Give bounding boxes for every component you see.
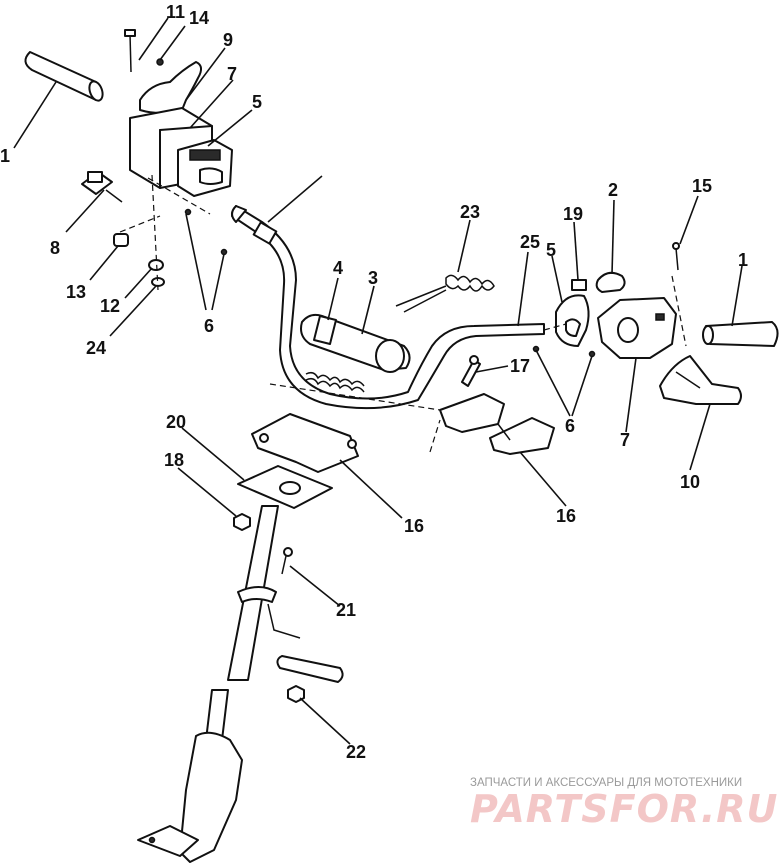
clamp-4 bbox=[313, 315, 337, 345]
pins-6-right bbox=[532, 345, 596, 358]
sleeve-pin bbox=[276, 655, 344, 683]
callout-5-left: 5 bbox=[252, 92, 262, 112]
watermark-brand: PARTSFOR.RU bbox=[470, 787, 778, 831]
leader-lines bbox=[13, 17, 743, 745]
callout-7-left: 7 bbox=[227, 64, 237, 84]
bolt-21 bbox=[281, 547, 293, 575]
callout-9: 9 bbox=[223, 30, 233, 50]
kill-switch-8 bbox=[81, 171, 123, 203]
callout-1-right: 1 bbox=[738, 250, 748, 270]
steering-post bbox=[227, 505, 301, 681]
nut-13 bbox=[113, 233, 129, 247]
callout-21: 21 bbox=[336, 600, 356, 620]
callout-20: 20 bbox=[166, 412, 186, 432]
bolt-11 bbox=[124, 29, 136, 73]
lever-bracket-10 bbox=[659, 355, 742, 405]
callout-18: 18 bbox=[164, 450, 184, 470]
coiled-cable-23 bbox=[395, 274, 495, 313]
throttle-lever-5-right bbox=[555, 294, 590, 347]
callout-4: 4 bbox=[333, 258, 343, 278]
callout-2: 2 bbox=[608, 180, 618, 200]
callout-3: 3 bbox=[368, 268, 378, 288]
callout-14: 14 bbox=[189, 8, 209, 28]
callout-16-right: 16 bbox=[556, 506, 576, 526]
lower-clamp-16-left bbox=[251, 413, 359, 473]
crossbar-springs bbox=[305, 371, 365, 393]
callout-5-right: 5 bbox=[546, 240, 556, 260]
callout-23: 23 bbox=[460, 202, 480, 222]
pins-6-left bbox=[184, 208, 228, 256]
callout-13: 13 bbox=[66, 282, 86, 302]
right-switch-housing-7 bbox=[597, 297, 677, 359]
watermark: ЗАПЧАСТИ И АКСЕССУАРЫ ДЛЯ МОТОТЕХНИКИ PA… bbox=[470, 777, 778, 831]
callout-12: 12 bbox=[100, 296, 120, 316]
left-grip bbox=[24, 51, 104, 102]
nut-18 bbox=[233, 513, 251, 531]
cap-2 bbox=[595, 271, 626, 293]
bolt-17 bbox=[461, 355, 481, 387]
callout-22: 22 bbox=[346, 742, 366, 762]
callout-17: 17 bbox=[510, 356, 530, 376]
callout-7-right: 7 bbox=[620, 430, 630, 450]
lower-post bbox=[137, 689, 243, 863]
callout-16-left: 16 bbox=[404, 516, 424, 536]
callout-8: 8 bbox=[50, 238, 60, 258]
steering-plate-20 bbox=[237, 465, 333, 509]
callout-labels: 1 11 14 9 7 5 8 13 12 24 6 4 3 23 19 2 1… bbox=[0, 2, 748, 762]
upper-clamp-16-right bbox=[439, 393, 555, 455]
callout-19: 19 bbox=[563, 204, 583, 224]
callout-10: 10 bbox=[680, 472, 700, 492]
callout-24: 24 bbox=[86, 338, 106, 358]
callout-11: 11 bbox=[166, 2, 185, 22]
handlebar bbox=[231, 175, 545, 410]
callout-15: 15 bbox=[692, 176, 712, 196]
callout-6-left: 6 bbox=[204, 316, 214, 336]
right-grip bbox=[702, 321, 779, 347]
callout-25: 25 bbox=[520, 232, 540, 252]
callout-1-left: 1 bbox=[0, 146, 10, 166]
brake-lever-bracket-9 bbox=[139, 61, 202, 114]
watermark-tagline: ЗАПЧАСТИ И АКСЕССУАРЫ ДЛЯ МОТОТЕХНИКИ bbox=[470, 777, 742, 789]
bolt-15 bbox=[672, 242, 680, 271]
callout-6-right: 6 bbox=[565, 416, 575, 436]
switch-19 bbox=[571, 279, 587, 291]
throttle-housing-5 bbox=[177, 139, 233, 197]
